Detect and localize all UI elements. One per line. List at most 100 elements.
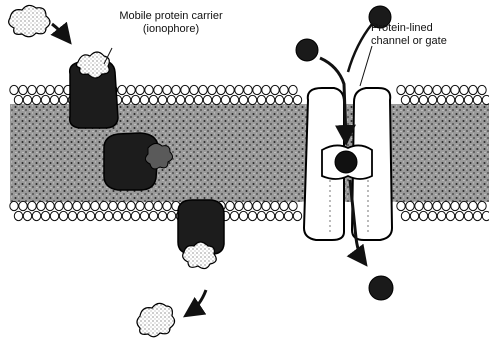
- lipid-head: [257, 211, 265, 220]
- lipid-head: [289, 85, 297, 94]
- lipid-head: [253, 85, 261, 94]
- lipid-head: [433, 201, 441, 210]
- lipid-head: [455, 211, 463, 220]
- lipid-head: [23, 211, 31, 220]
- lipid-head: [181, 85, 189, 94]
- lipid-head: [446, 211, 454, 220]
- lipid-head: [469, 85, 477, 94]
- arrow-top-ion-into-channel: [348, 24, 372, 72]
- lipid-head: [158, 95, 166, 104]
- lipid-head: [473, 95, 481, 104]
- lipid-head: [293, 211, 301, 220]
- lipid-head: [401, 211, 409, 220]
- lipid-head: [37, 85, 45, 94]
- lipid-head: [424, 201, 432, 210]
- lipid-head: [397, 201, 405, 210]
- lipid-head: [185, 95, 193, 104]
- lipid-head: [442, 85, 450, 94]
- lipid-head: [419, 95, 427, 104]
- lipid-head: [46, 201, 54, 210]
- lipid-head: [266, 211, 274, 220]
- lipid-head: [244, 201, 252, 210]
- channel-ion-entering-left: [296, 39, 318, 61]
- lipid-head: [239, 95, 247, 104]
- lipid-head: [158, 211, 166, 220]
- lipid-head: [32, 211, 40, 220]
- lipid-head: [397, 85, 405, 94]
- bound-ion-top: [76, 52, 109, 78]
- lipid-head: [59, 95, 67, 104]
- lipid-head: [406, 85, 414, 94]
- lipid-head: [230, 211, 238, 220]
- lipid-head: [10, 201, 18, 210]
- lipid-head: [482, 211, 489, 220]
- carrier-protein-bottom: [178, 200, 224, 269]
- mobile-carrier-label-line1: Mobile protein carrier: [96, 10, 246, 23]
- lipid-head: [95, 211, 103, 220]
- lipid-head: [19, 201, 27, 210]
- lipid-head: [41, 211, 49, 220]
- lipid-head: [131, 211, 139, 220]
- lipid-head: [451, 85, 459, 94]
- lipid-head: [127, 201, 135, 210]
- lipid-head: [478, 85, 486, 94]
- lipid-head: [248, 211, 256, 220]
- lipid-head: [190, 85, 198, 94]
- lipid-head: [23, 95, 31, 104]
- lipid-head: [235, 85, 243, 94]
- lipid-head: [149, 211, 157, 220]
- lipid-head: [136, 85, 144, 94]
- lipid-head: [226, 201, 234, 210]
- lipid-head: [32, 95, 40, 104]
- lipid-head: [86, 211, 94, 220]
- lipid-head: [122, 211, 130, 220]
- lipid-head: [167, 211, 175, 220]
- lipid-head: [91, 201, 99, 210]
- lipid-head: [406, 201, 414, 210]
- lipid-head: [464, 95, 472, 104]
- free-ion-top-left: [9, 5, 50, 36]
- lipid-head: [469, 201, 477, 210]
- lipid-head: [28, 85, 36, 94]
- mobile-carrier-label-line2: (ionophore): [96, 23, 246, 36]
- lipid-head: [415, 85, 423, 94]
- lipid-head: [41, 95, 49, 104]
- lipid-head: [194, 95, 202, 104]
- lipid-head: [28, 201, 36, 210]
- lipid-head: [419, 211, 427, 220]
- lipid-head: [226, 85, 234, 94]
- lipid-head: [266, 95, 274, 104]
- lipid-head: [244, 85, 252, 94]
- lipid-head: [50, 95, 58, 104]
- arrow-carrier-release: [188, 290, 206, 314]
- lipid-head: [140, 211, 148, 220]
- lipid-head: [275, 95, 283, 104]
- lipid-head: [163, 85, 171, 94]
- lipid-head: [455, 95, 463, 104]
- lipid-head: [473, 211, 481, 220]
- lipid-head: [50, 211, 58, 220]
- bound-ion-bottom: [183, 242, 217, 269]
- lipid-head: [14, 95, 22, 104]
- lipid-heads-bottom: [10, 201, 489, 220]
- lipid-head: [437, 95, 445, 104]
- lipid-head: [437, 211, 445, 220]
- lipid-head: [145, 201, 153, 210]
- lipid-head: [433, 85, 441, 94]
- lipid-head: [68, 211, 76, 220]
- lipid-head: [10, 85, 18, 94]
- lipid-head: [149, 95, 157, 104]
- lipid-head: [113, 211, 121, 220]
- lipid-head: [257, 95, 265, 104]
- lipid-head: [118, 201, 126, 210]
- lipid-head: [230, 95, 238, 104]
- lipid-head: [280, 201, 288, 210]
- channel-label-line2: channel or gate: [371, 35, 487, 48]
- lipid-head: [478, 201, 486, 210]
- lipid-head: [293, 95, 301, 104]
- lipid-head: [136, 201, 144, 210]
- lipid-head: [235, 201, 243, 210]
- lipid-head: [77, 211, 85, 220]
- lipid-head: [100, 201, 108, 210]
